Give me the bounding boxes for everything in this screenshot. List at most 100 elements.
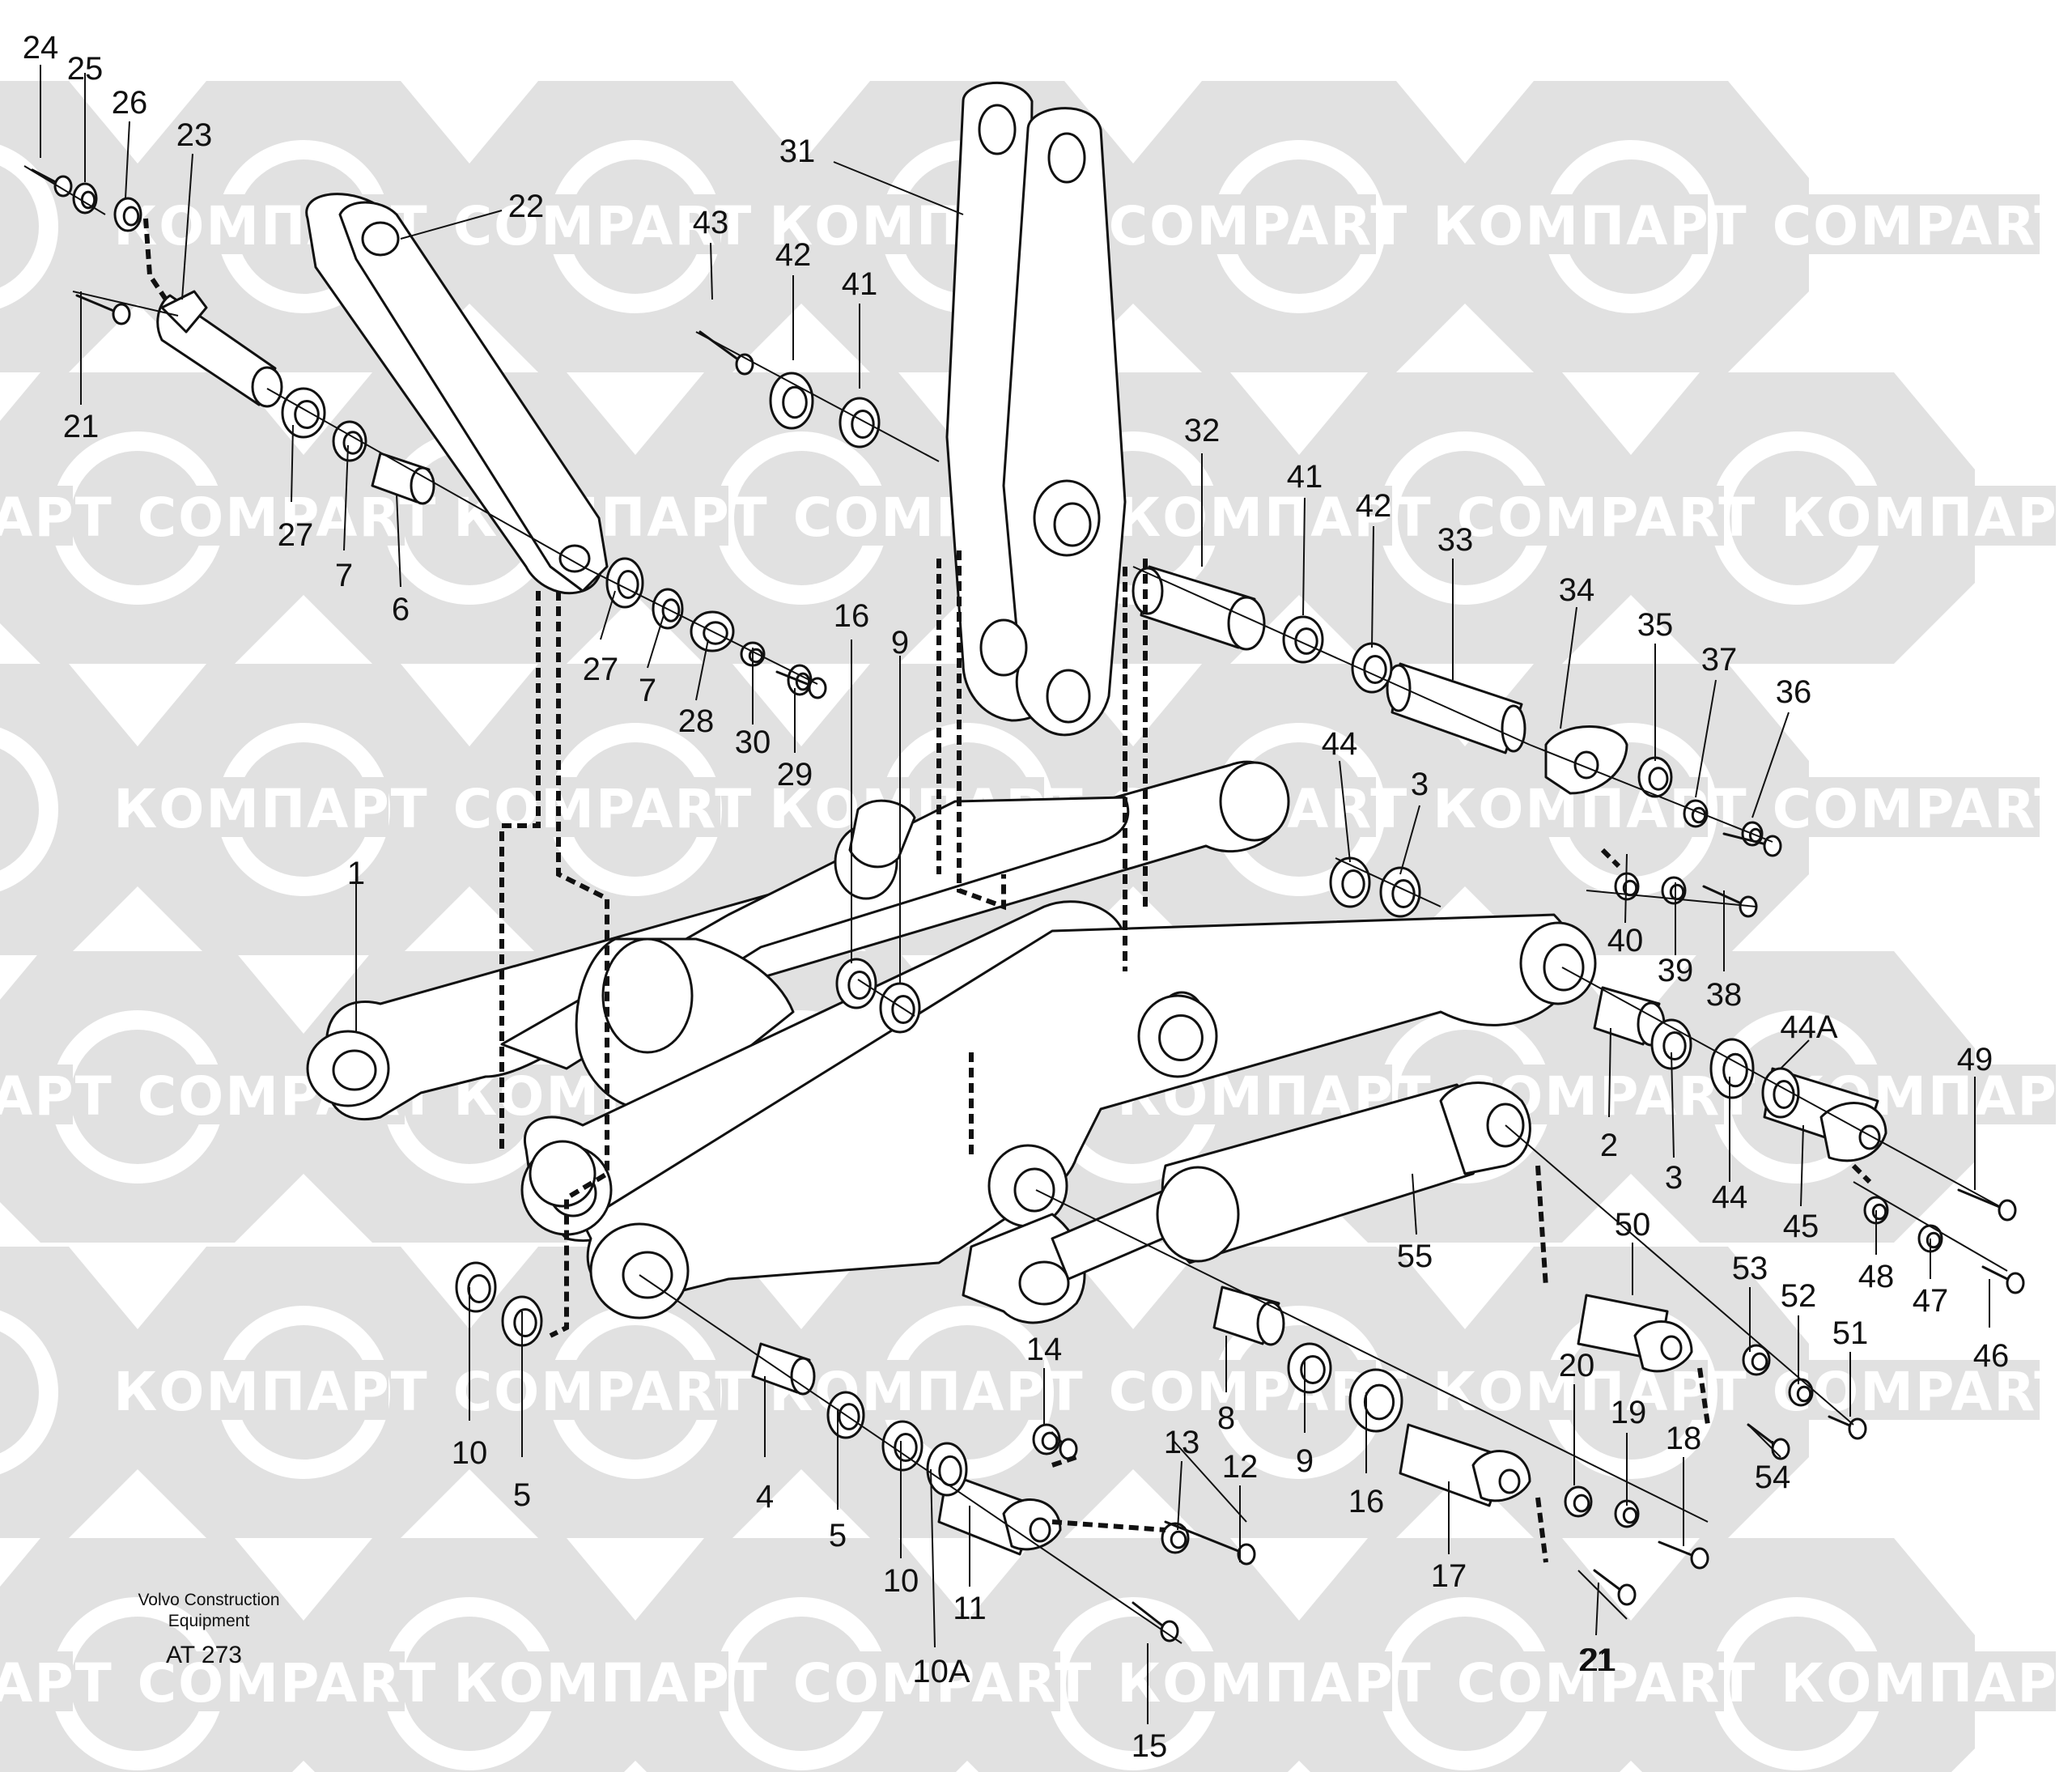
watermark-band [486, 1360, 720, 1420]
watermark-band [170, 486, 405, 546]
watermark-band [1805, 1360, 2040, 1420]
washer-hole [513, 1308, 537, 1337]
watermark-band [0, 1651, 73, 1711]
watermark-band [0, 486, 73, 546]
bushing-32 [1132, 565, 1266, 651]
watermark-octagon [1619, 372, 1975, 664]
callout-number: 43 [693, 205, 729, 240]
link-arm-22-bore-top [361, 221, 400, 257]
callout-number: 22 [508, 189, 545, 224]
watermark-text-cyrillic: КОМПАРТ [1433, 195, 1747, 257]
bolt-head [1690, 1547, 1709, 1570]
callout-number: 44 [1712, 1179, 1748, 1215]
washer-hole [847, 971, 872, 1000]
callout-leader-lines [40, 65, 1990, 1724]
washer-hole [1751, 1352, 1768, 1371]
callout-number: 11 [953, 1591, 987, 1626]
watermark-tile [0, 664, 150, 955]
watermark-text-latin: COMPART [1109, 195, 1409, 257]
callout-number: 18 [1666, 1421, 1702, 1456]
callout-number: 9 [1296, 1443, 1314, 1479]
watermark-text-cyrillic: КОМПАРТ [1781, 1652, 2072, 1715]
callout-number: 26 [112, 85, 148, 121]
washer-hole [1662, 1031, 1687, 1060]
callout-number: 7 [639, 673, 656, 708]
part-drawings [23, 82, 2025, 1644]
callout-number: 52 [1781, 1278, 1817, 1314]
watermark-octagon [0, 81, 150, 372]
washer-hole [122, 206, 140, 227]
watermark-tile [0, 81, 150, 372]
bolt-head [1998, 1199, 2017, 1222]
washer-hole [1622, 1506, 1638, 1524]
watermark-band [1157, 486, 1392, 546]
callout-number: 44A [1780, 1009, 1837, 1045]
callout-number: 35 [1637, 607, 1674, 643]
frame-bore-left-inner [332, 1049, 377, 1091]
callout-number: 3 [1665, 1160, 1683, 1196]
watermark-octagon [623, 372, 979, 664]
pin-23 [156, 290, 283, 408]
callout-number: 34 [1559, 572, 1595, 608]
bolt-head [1617, 1583, 1637, 1606]
watermark-ring [0, 1310, 58, 1475]
callout-number: 46 [1973, 1338, 2010, 1374]
watermark-octagon [0, 1538, 316, 1772]
watermark-text-latin: COMPART [1457, 1652, 1757, 1715]
callout-number: 9 [891, 625, 909, 661]
callout-number: 10 [452, 1435, 488, 1471]
callout-number: 28 [678, 703, 715, 739]
callout-number: 53 [1732, 1251, 1768, 1286]
washer-hole [1363, 655, 1387, 684]
bolt-head [112, 303, 131, 325]
callout-number: 6 [392, 592, 410, 627]
callout-number: 10 [883, 1563, 919, 1599]
callout-number: 5 [829, 1518, 847, 1553]
caption-manufacturer-line1: Volvo Construction [138, 1591, 279, 1609]
callout-number: 17 [1431, 1558, 1467, 1594]
watermark-band [154, 1360, 388, 1420]
callout-number: 21 [1578, 1642, 1615, 1678]
central-tube-bore [601, 937, 694, 1054]
callout-number: 16 [834, 598, 870, 634]
callout-number: 19 [1611, 1395, 1647, 1430]
washer-hole [1041, 1431, 1059, 1451]
callout-number: 54 [1755, 1460, 1791, 1495]
callout-number: 8 [1217, 1400, 1235, 1436]
callout-number: 20 [1559, 1348, 1595, 1383]
callout-number: 33 [1437, 522, 1474, 558]
link-arm-22-front [338, 201, 609, 593]
bolt-shank [1164, 1520, 1248, 1556]
callout-number: 48 [1858, 1259, 1895, 1294]
watermark-octagon [1287, 1538, 1643, 1772]
tilt-lever-front-bore-bottom [1046, 669, 1091, 724]
callout-number: 3 [1411, 767, 1429, 802]
cylinder-lug-bore [1018, 1260, 1070, 1306]
pin-50 [1577, 1294, 1693, 1373]
callout-number: 16 [1348, 1484, 1385, 1519]
callout-number: 14 [1026, 1332, 1063, 1367]
callout-number: 21 [1581, 1642, 1617, 1678]
washer-hole [782, 385, 808, 419]
callout-number: 44 [1322, 726, 1358, 762]
callout-number: 30 [735, 725, 771, 760]
washer-hole [294, 400, 320, 429]
washers-and-seals [72, 182, 1943, 1554]
callout-number: 41 [1287, 459, 1323, 495]
callout-number: 31 [779, 134, 816, 169]
bracket-34 [1544, 725, 1628, 795]
watermark-band [1489, 486, 1724, 546]
front-link-bore-front-inner [622, 1251, 673, 1299]
watermark-text-latin: COMPART [453, 1361, 754, 1423]
callout-number: 21 [63, 409, 100, 444]
assembly-dashed-paths [143, 218, 1872, 1563]
washer-hole [80, 190, 96, 210]
washer-hole [1648, 767, 1669, 791]
washer-hole [467, 1274, 491, 1303]
watermark-band [1805, 777, 2040, 837]
watermark-band [826, 1651, 1060, 1711]
washer-hole [1158, 1014, 1204, 1061]
bolt-head [2006, 1272, 2025, 1294]
